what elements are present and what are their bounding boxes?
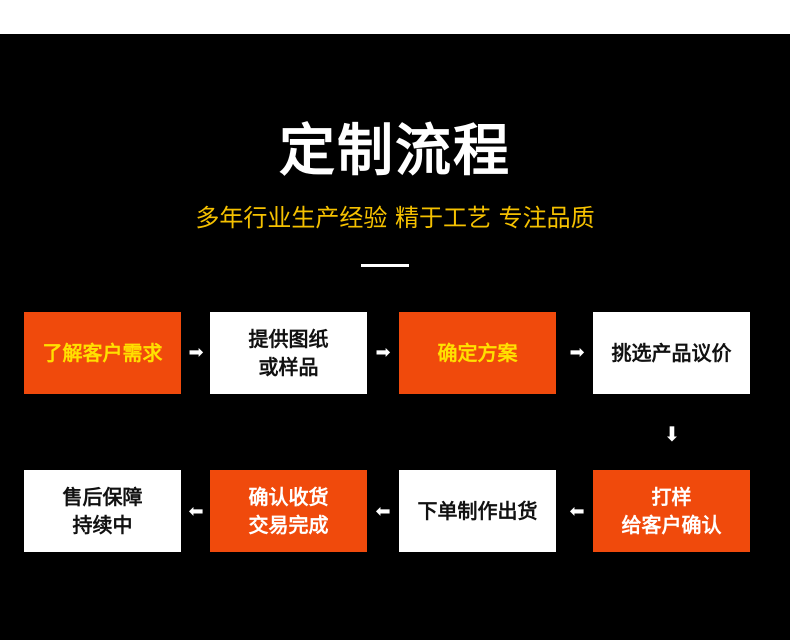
step-provide-drawings: 提供图纸 或样品 xyxy=(210,312,367,394)
step-label: 下单制作出货 xyxy=(417,499,538,523)
step-label: 提供图纸 xyxy=(248,327,329,351)
step-label: 确认收货 xyxy=(248,485,329,509)
step-confirm-receipt: 确认收货 交易完成 xyxy=(210,470,367,552)
arrow-left-icon: ⬅ xyxy=(569,501,585,522)
step-label-line2: 或样品 xyxy=(258,355,319,379)
step-label: 了解客户需求 xyxy=(42,341,163,365)
top-white-strip xyxy=(0,0,790,34)
arrow-right-icon: ➡ xyxy=(569,342,585,363)
step-confirm-plan: 确定方案 xyxy=(399,312,556,394)
arrow-left-icon: ⬅ xyxy=(375,501,391,522)
title-divider xyxy=(361,264,409,267)
step-sample-confirm: 打样 给客户确认 xyxy=(593,470,750,552)
arrow-right-icon: ➡ xyxy=(375,342,391,363)
step-label-line2: 交易完成 xyxy=(248,513,329,537)
page-title: 定制流程 xyxy=(279,119,511,184)
arrow-right-icon: ➡ xyxy=(188,342,204,363)
step-understand-needs: 了解客户需求 xyxy=(24,312,181,394)
step-label: 打样 xyxy=(651,485,692,509)
arrow-down-icon: ⬇ xyxy=(663,422,681,446)
page-subtitle: 多年行业生产经验 精于工艺 专注品质 xyxy=(195,204,595,232)
step-label-line2: 给客户确认 xyxy=(621,513,722,537)
step-label-line2: 持续中 xyxy=(72,513,133,537)
step-label: 确定方案 xyxy=(437,341,518,365)
step-label: 售后保障 xyxy=(62,485,143,509)
step-after-sales: 售后保障 持续中 xyxy=(24,470,181,552)
step-label: 挑选产品议价 xyxy=(611,341,732,365)
arrow-left-icon: ⬅ xyxy=(188,501,204,522)
step-choose-products: 挑选产品议价 xyxy=(593,312,750,394)
step-order-production: 下单制作出货 xyxy=(399,470,556,552)
